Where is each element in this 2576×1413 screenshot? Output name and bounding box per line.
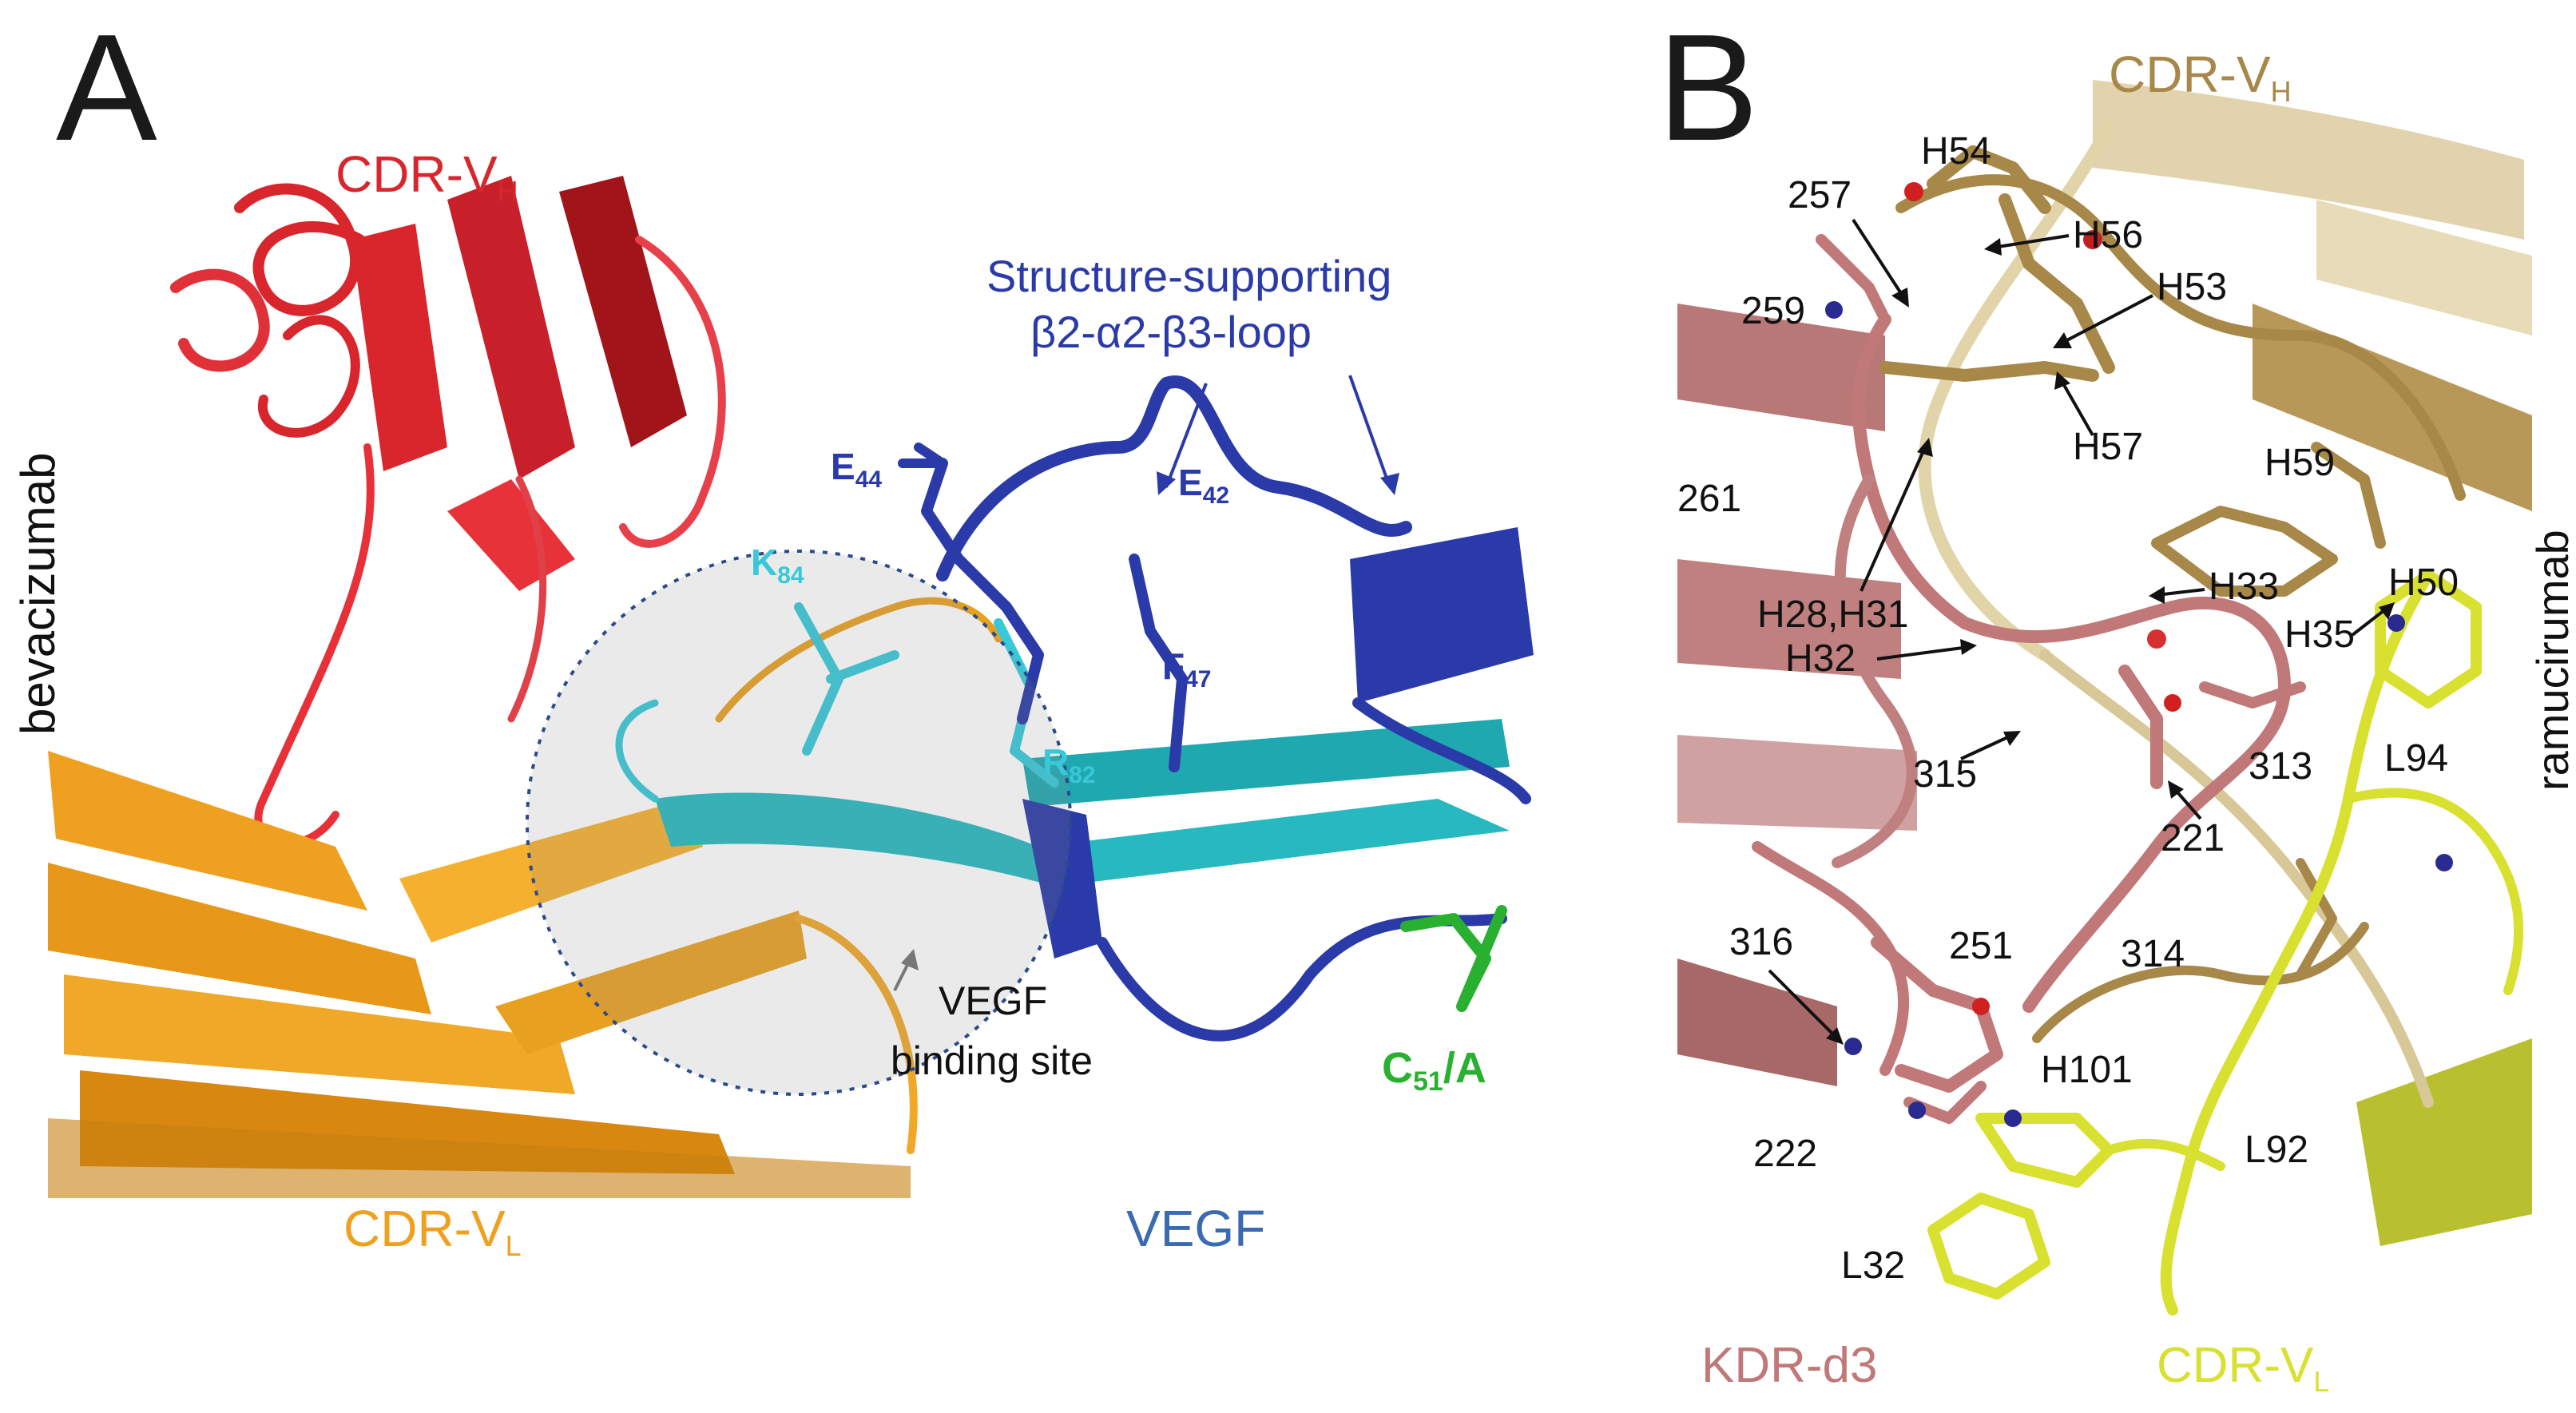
panel-b-cdr-vh-label: CDR-VH <box>2109 46 2292 108</box>
r82-label: R82 <box>1042 741 1096 788</box>
panel-a-cdr-vh-label: CDR-VH <box>335 145 518 208</box>
k84-label: K84 <box>751 542 804 589</box>
res-l32: L32 <box>1841 1244 1905 1287</box>
h101-loop <box>2032 922 2369 1043</box>
res-h101: H101 <box>2041 1049 2133 1091</box>
res-257: 257 <box>1788 174 1852 216</box>
kdr-d3-ribbon <box>1752 234 2306 1124</box>
loop-title-line1: Structure-supporting <box>986 251 1391 301</box>
binding-site-line1: VEGF <box>939 978 1047 1023</box>
vegf-cyan-strand <box>615 602 1510 887</box>
vegf-blue-loop <box>898 375 1534 1042</box>
binding-site-line2: binding site <box>891 1038 1093 1083</box>
panel-a-letter: A <box>56 3 157 173</box>
panel-b-cdr-vl-label: CDR-VL <box>2157 1338 2329 1398</box>
res-h56: H56 <box>2073 214 2143 256</box>
res-h57: H57 <box>2073 426 2143 468</box>
panel-a: A <box>11 3 1534 1262</box>
ramucirumab-label: ramucirumab <box>2527 530 2576 791</box>
panel-b-letter: B <box>1657 3 1759 173</box>
panel-b: B H54 257 H56 259 H53 H57 H59 261 H50 H2… <box>1657 0 2576 1398</box>
res-221: 221 <box>2161 817 2225 859</box>
e44-label: E44 <box>831 446 882 493</box>
binding-site-circle <box>526 550 1072 1096</box>
res-315: 315 <box>1913 753 1977 796</box>
tan-sidechains <box>1879 145 2386 979</box>
res-251: 251 <box>1949 925 2013 967</box>
loop-arrow-right <box>1348 375 1391 488</box>
c51-residue <box>1400 905 1507 1012</box>
res-h33: H33 <box>2209 566 2279 608</box>
res-222: 222 <box>1753 1133 1817 1175</box>
res-h28-h31: H28,H31 <box>1757 593 1908 636</box>
vegf-label: VEGF <box>1126 1200 1265 1257</box>
res-h53: H53 <box>2157 266 2227 308</box>
res-l92: L92 <box>2245 1129 2308 1171</box>
res-259: 259 <box>1741 290 1805 332</box>
residue-pointers <box>1768 218 2395 1045</box>
res-313: 313 <box>2249 745 2312 788</box>
c51-label: C51/A <box>1382 1044 1486 1097</box>
res-261: 261 <box>1677 478 1741 520</box>
res-h50: H50 <box>2388 562 2459 604</box>
kdr-d3-label: KDR-d3 <box>1701 1338 1878 1393</box>
cdr-vl-ribbon <box>48 597 1002 1198</box>
res-h54: H54 <box>1921 130 1991 173</box>
res-l94: L94 <box>2384 737 2448 780</box>
cdr-vh-ribbon <box>170 176 726 848</box>
res-314: 314 <box>2121 933 2185 975</box>
res-h32: H32 <box>1785 637 1856 680</box>
loop-arrow-left <box>1165 383 1208 488</box>
f47-label: F47 <box>1162 645 1211 693</box>
panel-a-cdr-vl-label: CDR-VL <box>343 1200 522 1262</box>
bevacizumab-label: bevacizumab <box>11 452 65 735</box>
res-h35: H35 <box>2284 613 2355 656</box>
res-316: 316 <box>1729 921 1793 963</box>
cdr-vl-ribbon-b <box>1927 570 2524 1316</box>
e42-label: E42 <box>1178 462 1229 509</box>
res-h59: H59 <box>2264 442 2335 484</box>
loop-title-line2: β2-α2-β3-loop <box>1030 307 1312 357</box>
